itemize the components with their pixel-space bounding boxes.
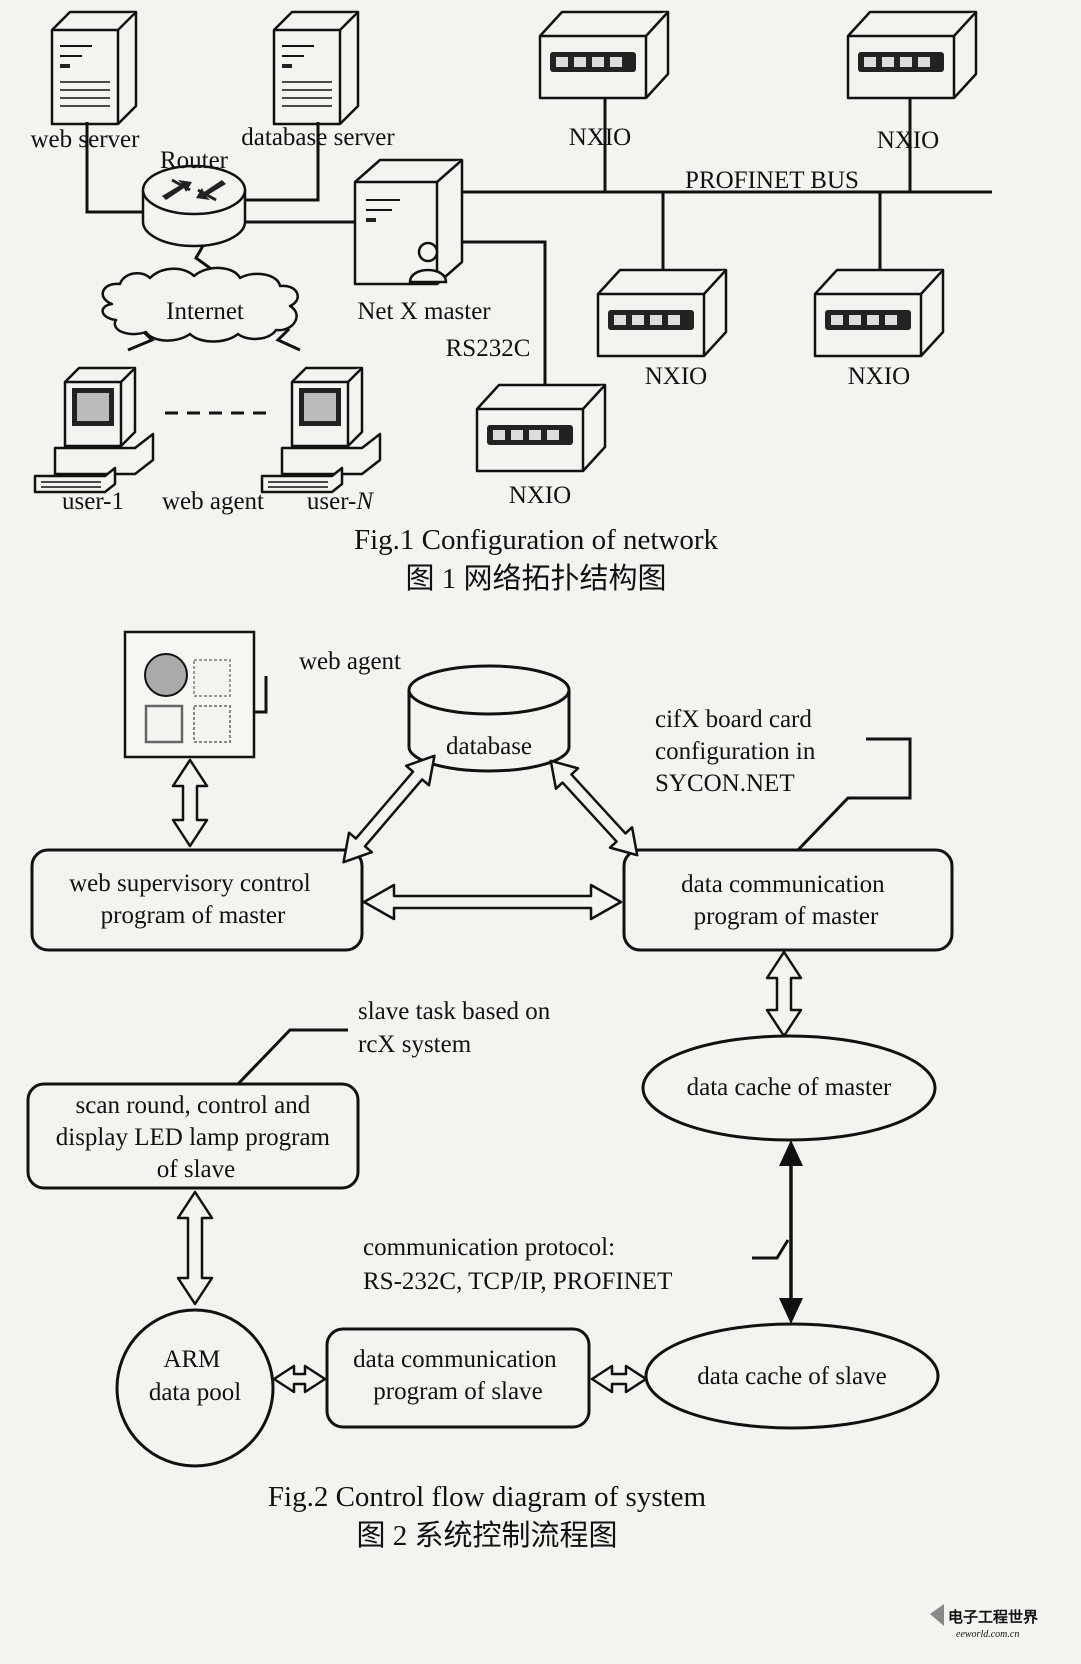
arrow-arm-pool-to-data-comm-slave xyxy=(272,1364,327,1394)
data-communication-slave-label: data communication program of slave xyxy=(353,1346,563,1405)
web-server-label: web server xyxy=(31,126,141,153)
nxio-device-icon xyxy=(846,10,978,100)
scan-round-program-box xyxy=(26,1082,360,1190)
profinet-bus-label: PROFINET BUS xyxy=(685,167,859,194)
figure-1-network: web server database server Router Intern… xyxy=(31,10,992,595)
data-communication-master-box xyxy=(622,848,954,952)
data-cache-slave-label: data cache of slave xyxy=(697,1363,886,1390)
database-cylinder-icon xyxy=(407,664,571,773)
cifx-note: cifX board card configuration in SYCON.N… xyxy=(655,706,822,797)
watermark-line2: eeworld.com.cn xyxy=(956,1629,1019,1640)
internet-cloud-icon xyxy=(101,266,299,343)
data-cache-slave-ellipse xyxy=(644,1322,940,1430)
user-n-label: user-N xyxy=(307,488,374,515)
netx-master-label: Net X master xyxy=(357,298,491,325)
internet-label: Internet xyxy=(166,298,244,325)
web-agent-label: web agent xyxy=(299,648,401,675)
user-pc-icon xyxy=(33,366,155,494)
user-1-label: user-1 xyxy=(62,488,124,515)
arrow-cache-master-to-cache-slave xyxy=(779,1140,803,1324)
fig1-caption-en: Fig.1 Configuration of network xyxy=(354,524,719,556)
figure-2-control-flow: web agent database cifX board card confi… xyxy=(26,630,954,1552)
arrow-data-comm-master-to-cache xyxy=(765,950,803,1038)
arrow-data-comm-slave-to-cache xyxy=(590,1364,648,1394)
fig1-caption-zh: 图 1 网络拓扑结构图 xyxy=(405,562,666,595)
database-label: database xyxy=(446,733,532,760)
web-agent-label: web agent xyxy=(162,488,264,515)
netx-master-server-icon xyxy=(353,158,464,286)
slave-task-note: slave task based on rcX system xyxy=(358,998,557,1058)
fig2-caption-zh: 图 2 系统控制流程图 xyxy=(356,1519,617,1552)
user-n-suffix: N xyxy=(355,488,374,515)
nxio-device-icon xyxy=(596,268,728,358)
router-label: Router xyxy=(160,147,229,174)
slave-task-note-line: slave task based on xyxy=(358,998,551,1025)
nxio-device-icon xyxy=(538,10,670,100)
nxio-device-icon xyxy=(813,268,945,358)
cifx-note-line: SYCON.NET xyxy=(655,770,795,797)
web-supervisory-control-label: web supervisory control program of maste… xyxy=(69,870,317,929)
protocol-note-line: communication protocol: xyxy=(363,1234,615,1261)
data-communication-slave-box xyxy=(325,1327,591,1429)
arm-data-pool-circle xyxy=(115,1308,275,1468)
slave-task-note-line: rcX system xyxy=(358,1031,472,1058)
cifx-note-line: configuration in xyxy=(655,738,816,765)
arrow-supervisory-to-data-comm-master xyxy=(362,883,623,921)
data-cache-master-label: data cache of master xyxy=(687,1074,892,1101)
user-pc-icon xyxy=(260,366,382,494)
cifx-note-line: cifX board card xyxy=(655,706,812,733)
data-communication-master-label: data communication program of master xyxy=(681,871,891,930)
nxio-label: NXIO xyxy=(877,127,940,154)
database-server-label: database server xyxy=(241,124,395,151)
arrow-database-to-supervisory xyxy=(342,754,436,864)
protocol-note: communication protocol: RS-232C, TCP/IP,… xyxy=(363,1234,672,1295)
protocol-note-line: RS-232C, TCP/IP, PROFINET xyxy=(363,1268,672,1295)
network-links xyxy=(85,86,992,415)
data-cache-master-ellipse xyxy=(641,1034,937,1142)
cifx-note-leader xyxy=(795,737,912,853)
eeworld-watermark-logo: 电子工程世界 eeworld.com.cn xyxy=(930,1604,1038,1640)
web-agent-leader xyxy=(254,676,268,714)
nxio-label: NXIO xyxy=(645,363,708,390)
nxio-device-icon xyxy=(475,383,607,473)
arrow-database-to-data-comm-master xyxy=(549,759,639,857)
nxio-label: NXIO xyxy=(848,363,911,390)
protocol-note-leader xyxy=(752,1239,790,1260)
web-agent-panel-icon xyxy=(123,630,256,759)
arrow-web-agent-to-supervisory xyxy=(171,758,209,848)
router-icon xyxy=(141,164,247,248)
user-n-prefix: user- xyxy=(307,488,356,515)
slave-task-leader xyxy=(236,1028,348,1086)
web-supervisory-control-box xyxy=(30,848,364,952)
nxio-label: NXIO xyxy=(509,482,572,509)
fig2-caption-en: Fig.2 Control flow diagram of system xyxy=(268,1481,707,1513)
nxio-label: NXIO xyxy=(569,124,632,151)
rs232c-label: RS232C xyxy=(446,335,531,362)
database-server-icon xyxy=(272,10,360,126)
arm-data-pool-label: ARM data pool xyxy=(149,1346,241,1406)
watermark-line1: 电子工程世界 xyxy=(948,1608,1038,1626)
web-server-icon xyxy=(50,10,138,126)
arrow-scan-round-to-arm-pool xyxy=(176,1190,214,1306)
scan-round-program-label: scan round, control and display LED lamp… xyxy=(56,1092,337,1183)
